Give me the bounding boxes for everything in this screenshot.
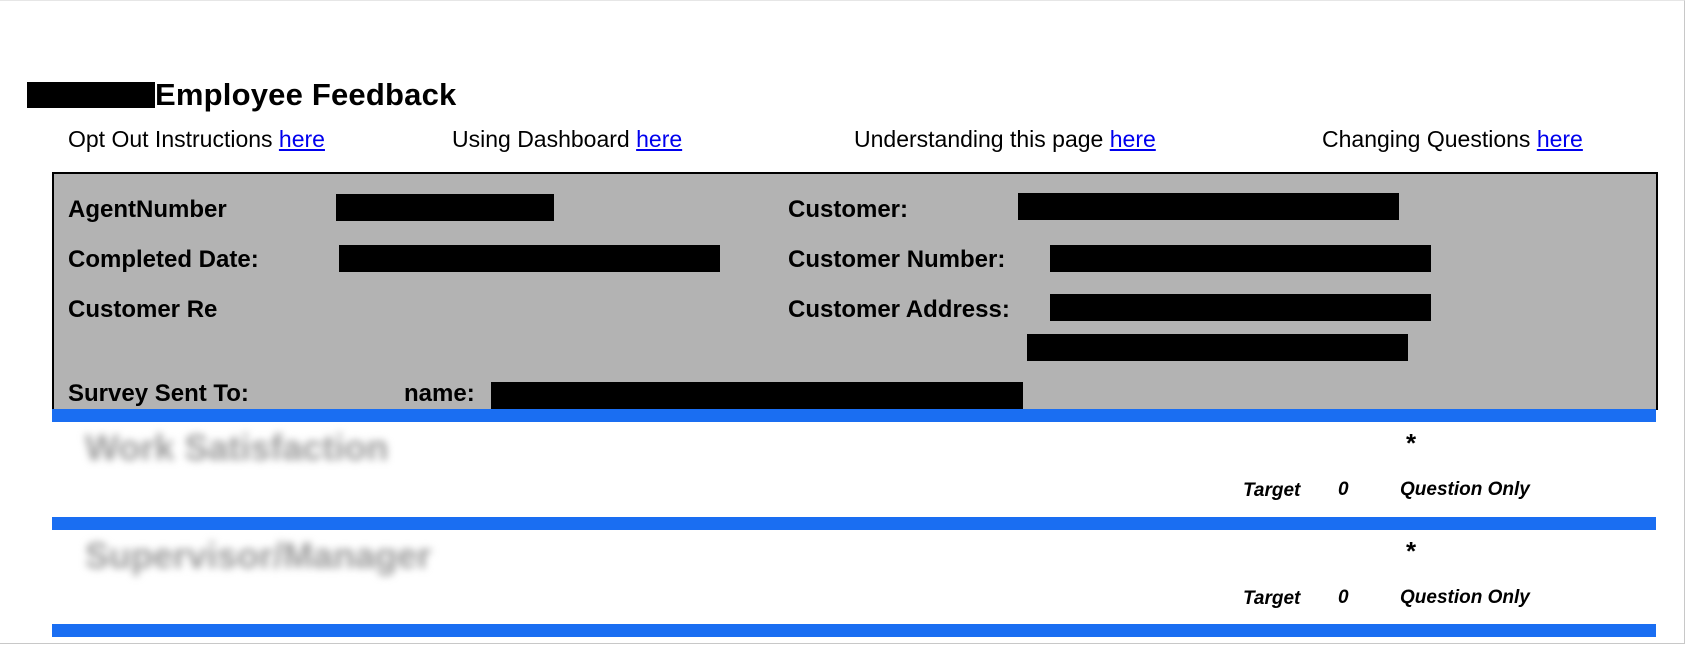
changing-questions-link[interactable]: here xyxy=(1536,126,1583,152)
section-divider xyxy=(52,517,1656,530)
help-item-dashboard: Using Dashboard here xyxy=(452,126,682,153)
customer-label: Customer: xyxy=(788,196,909,223)
survey-sent-to-label: Survey Sent To: xyxy=(68,380,249,407)
customer-address-label: Customer Address: xyxy=(788,296,1010,323)
redacted-customer-address-line2 xyxy=(1027,334,1408,361)
question-type: Question Only xyxy=(1400,479,1530,500)
opt-out-instructions-link[interactable]: here xyxy=(278,126,325,152)
redacted-customer-number xyxy=(1050,245,1431,272)
agent-number-label: AgentNumber xyxy=(68,196,227,223)
redacted-customer xyxy=(1018,193,1399,220)
help-item-changing-questions: Changing Questions here xyxy=(1322,126,1583,153)
redacted-customer-address-line1 xyxy=(1050,294,1431,321)
target-value: 0 xyxy=(1338,587,1349,608)
customer-number-label: Customer Number: xyxy=(788,246,1006,273)
help-item-opt-out: Opt Out Instructions here xyxy=(68,126,325,153)
help-label: Changing Questions xyxy=(1322,126,1531,152)
page-title: Employee Feedback xyxy=(155,77,457,112)
help-item-understanding: Understanding this page here xyxy=(854,126,1156,153)
customer-rep-label: Customer Re xyxy=(68,296,218,323)
target-label: Target xyxy=(1243,588,1301,609)
understanding-page-link[interactable]: here xyxy=(1109,126,1156,152)
question-type: Question Only xyxy=(1400,587,1530,608)
using-dashboard-link[interactable]: here xyxy=(636,126,683,152)
required-marker: * xyxy=(1406,428,1417,458)
question-title: Supervisor/Manager xyxy=(85,535,432,576)
redacted-agent-number xyxy=(336,194,554,221)
required-marker: * xyxy=(1406,536,1417,566)
target-value: 0 xyxy=(1338,479,1349,500)
survey-info-panel: AgentNumber Completed Date: Customer Re … xyxy=(52,172,1658,410)
help-links-row: Opt Out Instructions here Using Dashboar… xyxy=(0,126,1686,156)
blurred-text-fade xyxy=(242,296,272,324)
help-label: Opt Out Instructions xyxy=(68,126,273,152)
redacted-completed-date xyxy=(339,245,720,272)
name-label: name: xyxy=(404,380,475,407)
redacted-recipient-name xyxy=(491,382,1023,410)
section-divider xyxy=(52,409,1656,422)
help-label: Using Dashboard xyxy=(452,126,630,152)
redacted-company-name xyxy=(27,82,155,108)
section-divider xyxy=(52,624,1656,637)
target-label: Target xyxy=(1243,480,1301,501)
page-header: Employee Feedback xyxy=(27,77,456,113)
completed-date-label: Completed Date: xyxy=(68,246,259,273)
question-title: Work Satisfaction xyxy=(85,427,389,468)
help-label: Understanding this page xyxy=(854,126,1104,152)
